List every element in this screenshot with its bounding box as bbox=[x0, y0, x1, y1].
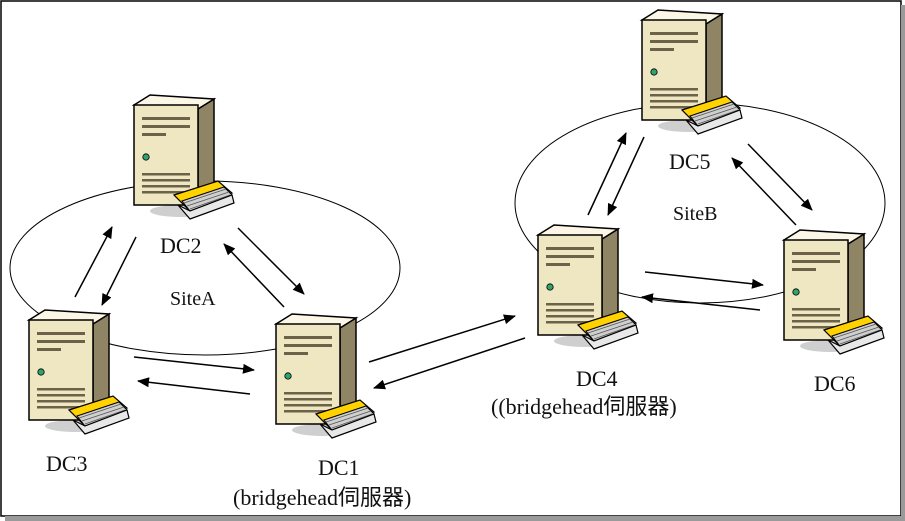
server-dc6-label: DC6 bbox=[814, 371, 856, 396]
replication-link-dc3-dc1 bbox=[133, 356, 255, 395]
replication-link-dc4-dc5 bbox=[587, 132, 645, 216]
page-shadow-right bbox=[901, 5, 905, 519]
server-dc5: DC5 bbox=[641, 9, 743, 174]
replication-link-dc2-dc3 bbox=[74, 226, 137, 306]
replication-link-dc4-dc6 bbox=[641, 271, 764, 311]
replication-link-dc2-dc1 bbox=[223, 227, 305, 308]
page-shadow-bottom bbox=[5, 516, 905, 521]
server-dc2: DC2 bbox=[133, 94, 235, 258]
server-dc3-label: DC3 bbox=[46, 451, 88, 476]
server-dc4-label: DC4 bbox=[576, 366, 618, 391]
server-dc4: DC4 ((bridgehead伺服器) bbox=[491, 224, 677, 419]
site-a-label: SiteA bbox=[170, 288, 216, 310]
server-dc4-role-label: ((bridgehead伺服器) bbox=[491, 394, 677, 419]
server-dc5-label: DC5 bbox=[669, 149, 711, 174]
server-dc2-label: DC2 bbox=[160, 233, 202, 258]
server-dc1-label: DC1 bbox=[318, 455, 360, 480]
server-dc3: DC3 bbox=[28, 309, 130, 476]
site-b-label: SiteB bbox=[673, 203, 717, 225]
server-dc1-role-label: (bridgehead伺服器) bbox=[233, 485, 411, 510]
replication-link-dc1-dc4 bbox=[368, 314, 526, 390]
server-dc1: DC1 (bridgehead伺服器) bbox=[233, 313, 411, 510]
replication-link-dc5-dc6 bbox=[731, 143, 813, 226]
server-dc6: DC6 bbox=[783, 229, 885, 396]
